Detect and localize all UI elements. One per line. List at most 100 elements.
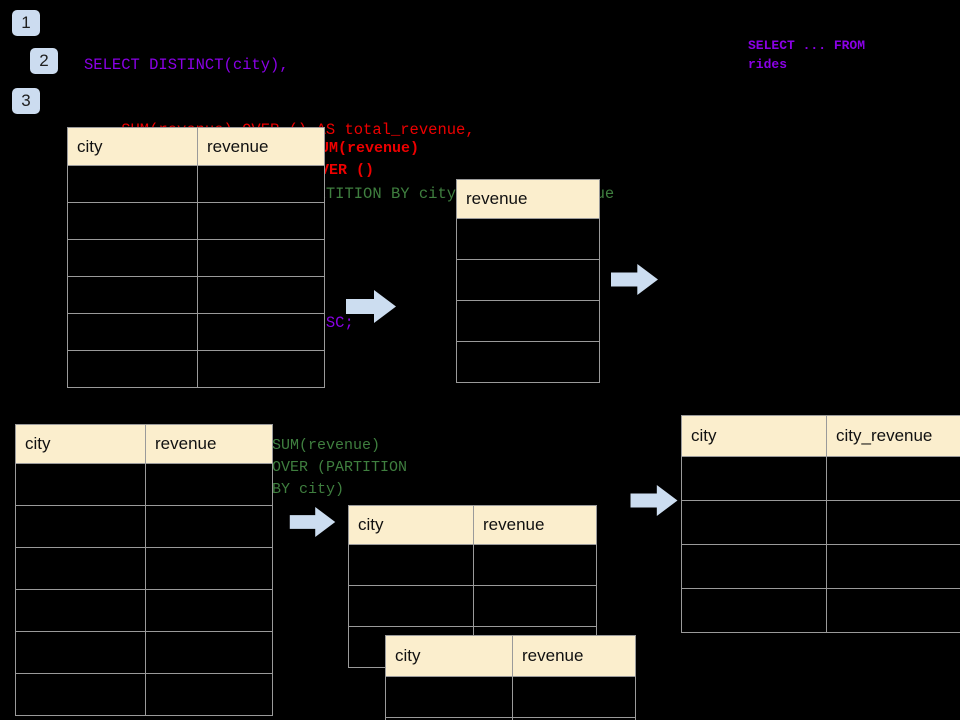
table-row[interactable] (67, 276, 325, 314)
table-cell[interactable] (145, 673, 273, 716)
table-cell[interactable] (197, 276, 325, 314)
table-cell[interactable] (145, 589, 273, 632)
step-badge-3[interactable]: 3 (12, 88, 40, 114)
partition-group-table-back[interactable]: city revenue (348, 505, 597, 668)
table-cell[interactable] (512, 676, 636, 718)
column-header-revenue: revenue (197, 127, 325, 166)
table-row[interactable] (681, 456, 960, 501)
table-cell[interactable] (348, 544, 474, 586)
table-row[interactable] (681, 588, 960, 633)
arrow-partition-to-result (630, 485, 678, 516)
table-row[interactable] (67, 350, 325, 388)
table-cell[interactable] (145, 547, 273, 590)
table-cell[interactable] (145, 463, 273, 506)
table-row[interactable] (15, 631, 273, 674)
table-header-row: city revenue (15, 424, 273, 464)
table-cell[interactable] (145, 631, 273, 674)
table-cell[interactable] (456, 341, 600, 383)
table-cell[interactable] (348, 585, 474, 627)
column-header-city: city (15, 424, 146, 464)
table-row[interactable] (15, 673, 273, 716)
table-cell[interactable] (145, 505, 273, 548)
table-cell[interactable] (512, 717, 636, 720)
table-header-row: city revenue (67, 127, 325, 166)
table-row[interactable] (67, 165, 325, 203)
table-row[interactable] (67, 202, 325, 240)
table-cell[interactable] (67, 202, 198, 240)
table-cell[interactable] (15, 673, 146, 716)
table-row[interactable] (456, 218, 600, 260)
table-row[interactable] (67, 239, 325, 277)
table-row[interactable] (15, 505, 273, 548)
total-revenue-table[interactable]: revenue (456, 179, 600, 383)
step-badge-2[interactable]: 2 (30, 48, 58, 74)
partition-group-table-front[interactable]: city revenue (385, 635, 636, 720)
step-badge-1[interactable]: 1 (12, 10, 40, 36)
table-row[interactable] (15, 547, 273, 590)
table-cell[interactable] (197, 350, 325, 388)
table-cell[interactable] (15, 631, 146, 674)
column-header-city: city (385, 635, 513, 677)
step-badge-3-label: 3 (21, 91, 31, 110)
column-header-revenue: revenue (145, 424, 273, 464)
column-header-city: city (67, 127, 198, 166)
table-cell[interactable] (197, 165, 325, 203)
table-header-row: revenue (456, 179, 600, 219)
table-cell[interactable] (67, 276, 198, 314)
table-row[interactable] (348, 544, 597, 586)
table-cell[interactable] (385, 676, 513, 718)
table-cell[interactable] (681, 500, 827, 545)
city-revenue-annotation-label: SUM(revenue) OVER (PARTITION BY city) (272, 437, 408, 498)
table-cell[interactable] (15, 505, 146, 548)
column-header-city: city (348, 505, 474, 545)
table-cell[interactable] (67, 165, 198, 203)
table-cell[interactable] (197, 313, 325, 351)
result-table[interactable]: city city_revenue (681, 415, 960, 633)
table-cell[interactable] (826, 588, 960, 633)
table-cell[interactable] (826, 500, 960, 545)
table-cell[interactable] (67, 313, 198, 351)
arrow-rides-to-partition (289, 507, 336, 537)
arrow-total-revenue-to-result (611, 264, 658, 295)
table-row[interactable] (67, 313, 325, 351)
column-header-revenue: revenue (473, 505, 597, 545)
table-cell[interactable] (15, 547, 146, 590)
table-cell[interactable] (826, 544, 960, 589)
table-header-row: city revenue (385, 635, 636, 677)
table-cell[interactable] (456, 218, 600, 260)
table-cell[interactable] (67, 350, 198, 388)
table-cell[interactable] (67, 239, 198, 277)
table-cell[interactable] (15, 463, 146, 506)
rides-source-table-top[interactable]: city revenue (67, 127, 325, 388)
table-cell[interactable] (681, 588, 827, 633)
table-row[interactable] (681, 500, 960, 545)
table-header-row: city revenue (348, 505, 597, 545)
table-row[interactable] (348, 585, 597, 627)
total-revenue-annotation-label: SUM(revenue) OVER () (311, 140, 420, 179)
table-cell[interactable] (197, 239, 325, 277)
table-cell[interactable] (456, 259, 600, 301)
table-cell[interactable] (473, 544, 597, 586)
table-cell[interactable] (473, 585, 597, 627)
column-header-revenue: revenue (512, 635, 636, 677)
column-header-revenue: revenue (456, 179, 600, 219)
source-annotation-label: SELECT ... FROM rides (748, 38, 866, 72)
step-badge-1-label: 1 (21, 13, 31, 32)
table-cell[interactable] (681, 544, 827, 589)
table-header-row: city city_revenue (681, 415, 960, 457)
table-row[interactable] (456, 259, 600, 301)
rides-source-table-bottom[interactable]: city revenue (15, 424, 273, 716)
column-header-city-revenue: city_revenue (826, 415, 960, 457)
table-row[interactable] (456, 341, 600, 383)
table-cell[interactable] (197, 202, 325, 240)
table-cell[interactable] (15, 589, 146, 632)
table-row[interactable] (681, 544, 960, 589)
table-row[interactable] (385, 717, 636, 720)
table-row[interactable] (456, 300, 600, 342)
table-cell[interactable] (456, 300, 600, 342)
table-cell[interactable] (826, 456, 960, 501)
table-row[interactable] (15, 463, 273, 506)
table-row[interactable] (15, 589, 273, 632)
table-cell[interactable] (681, 456, 827, 501)
table-row[interactable] (385, 676, 636, 718)
